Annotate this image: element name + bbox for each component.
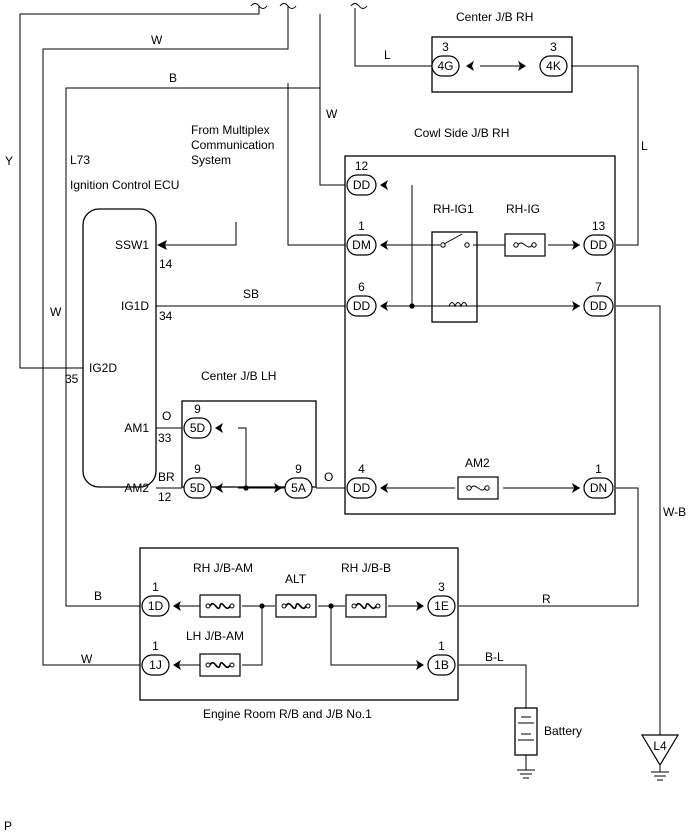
- pin-ig1d-no: 34: [159, 309, 173, 323]
- pin-ig2d: IG2D: [89, 361, 117, 375]
- battery-symbol: [514, 707, 538, 779]
- wire-w-mid: W: [326, 107, 338, 121]
- conn-5d-top: 5D: [190, 421, 206, 435]
- conn-5d-bot: 5D: [190, 481, 206, 495]
- conn-dd13-no: 13: [592, 219, 606, 233]
- engine-room-box: [139, 547, 459, 701]
- conn-dn1-no: 1: [595, 462, 602, 476]
- conn-1e-no: 3: [438, 580, 445, 594]
- wire-l-4g: L: [384, 48, 391, 62]
- rh-jb-am-fuse: [199, 594, 241, 618]
- label-rh-ig1: RH-IG1: [433, 202, 474, 216]
- conn-1j-no: 1: [152, 639, 159, 653]
- pin-ssw1-no: 14: [159, 257, 173, 271]
- multiplex-line-1: From Multiplex: [191, 123, 270, 137]
- label-rh-ig: RH-IG: [506, 202, 540, 216]
- label-lh-jb-am: LH J/B-AM: [186, 629, 244, 643]
- pin-ig1d: IG1D: [121, 299, 149, 313]
- ignition-ecu-box: [82, 208, 157, 488]
- conn-5a-no: 9: [295, 462, 302, 476]
- cowl-side-jb-box: [344, 155, 616, 515]
- wire-w-left: W: [50, 305, 62, 319]
- pin-am1-no: 33: [158, 431, 172, 445]
- wire-b-top: B: [169, 71, 177, 85]
- conn-dd7-no: 7: [595, 280, 602, 294]
- conn-dm1-no: 1: [358, 219, 365, 233]
- conn-dd6-no: 6: [358, 280, 365, 294]
- label-rh-jb-am: RH J/B-AM: [193, 561, 253, 575]
- junction-dots: [243, 303, 415, 609]
- conn-dd4: DD: [353, 481, 371, 495]
- label-battery: Battery: [544, 724, 582, 738]
- ground-l4-symbol: [640, 734, 680, 781]
- conn-1d-no: 1: [152, 580, 159, 594]
- conn-5d-bot-no: 9: [194, 462, 201, 476]
- label-am2: AM2: [465, 456, 490, 470]
- rh-jb-b-fuse: [345, 594, 387, 618]
- conn-dd6: DD: [353, 299, 371, 313]
- wire-b-1d: B: [94, 589, 102, 603]
- wire-sb: SB: [243, 287, 259, 301]
- center-jb-rh-title: Center J/B RH: [456, 10, 533, 24]
- conn-1d: 1D: [148, 599, 164, 613]
- label-l4: L4: [653, 739, 667, 753]
- conn-1b-no: 1: [438, 639, 445, 653]
- pin-am1: AM1: [124, 421, 149, 435]
- conn-1j: 1J: [149, 658, 162, 672]
- wire-r: R: [542, 592, 551, 606]
- multiplex-line-3: System: [191, 153, 231, 167]
- center-jb-lh-title: Center J/B LH: [201, 369, 276, 383]
- conn-5d-top-no: 9: [194, 402, 201, 416]
- alt-fuse: [275, 594, 317, 618]
- wire-color-labels: W B W Y W L L SB O BR O W-B B W R B-L: [5, 33, 686, 666]
- lh-jb-am-fuse: [199, 653, 241, 677]
- conn-dd12-no: 12: [355, 159, 369, 173]
- relay-rh-ig1: [431, 231, 478, 323]
- wire-wb: W-B: [663, 505, 686, 519]
- wire-br: BR: [158, 470, 175, 484]
- conn-dd12: DD: [353, 178, 371, 192]
- pin-ssw1: SSW1: [115, 238, 149, 252]
- rh-ig-fuse: [504, 233, 546, 257]
- am2-fuse: [457, 476, 499, 500]
- connector-arrows: [157, 61, 580, 670]
- pin-am2-no: 12: [158, 490, 172, 504]
- connector-labels: 4G 3 4K 3 DD 12 DM 1 DD 13 DD 6 DD 7 5D …: [148, 40, 608, 672]
- conn-4g-no: 3: [442, 40, 449, 54]
- conn-4k: 4K: [546, 59, 561, 73]
- conn-dm1: DM: [352, 238, 371, 252]
- cowl-side-jb-title: Cowl Side J/B RH: [414, 126, 509, 140]
- wire-o-am1: O: [162, 409, 171, 423]
- conn-dd13: DD: [590, 238, 608, 252]
- ssw1-arrow: [157, 240, 167, 250]
- wires: [19, 3, 661, 770]
- pin-ig2d-no: 35: [65, 372, 79, 386]
- pin-am2: AM2: [124, 481, 149, 495]
- ecu-code: L73: [70, 153, 90, 167]
- center-jb-lh-box: [181, 400, 317, 488]
- connector-pills: [141, 55, 614, 676]
- corner-mark: P: [4, 819, 12, 833]
- conn-dd4-no: 4: [358, 462, 365, 476]
- wire-w-1j: W: [81, 652, 93, 666]
- label-rh-jb-b: RH J/B-B: [341, 561, 391, 575]
- multiplex-line-2: Communication: [191, 138, 274, 152]
- wire-w-top: W: [151, 33, 163, 47]
- conn-4k-no: 3: [550, 40, 557, 54]
- engine-room-title: Engine Room R/B and J/B No.1: [203, 707, 372, 721]
- conn-4g: 4G: [437, 59, 453, 73]
- wire-o-5a: O: [324, 470, 333, 484]
- label-alt: ALT: [285, 572, 307, 586]
- conn-dn1: DN: [590, 481, 607, 495]
- conn-5a: 5A: [291, 481, 306, 495]
- wire-bl: B-L: [485, 650, 504, 664]
- wire-l-right: L: [641, 139, 648, 153]
- conn-1e: 1E: [434, 599, 449, 613]
- wire-y: Y: [5, 154, 13, 168]
- conn-dd7: DD: [590, 299, 608, 313]
- ecu-name: Ignition Control ECU: [70, 178, 179, 192]
- conn-1b: 1B: [434, 658, 449, 672]
